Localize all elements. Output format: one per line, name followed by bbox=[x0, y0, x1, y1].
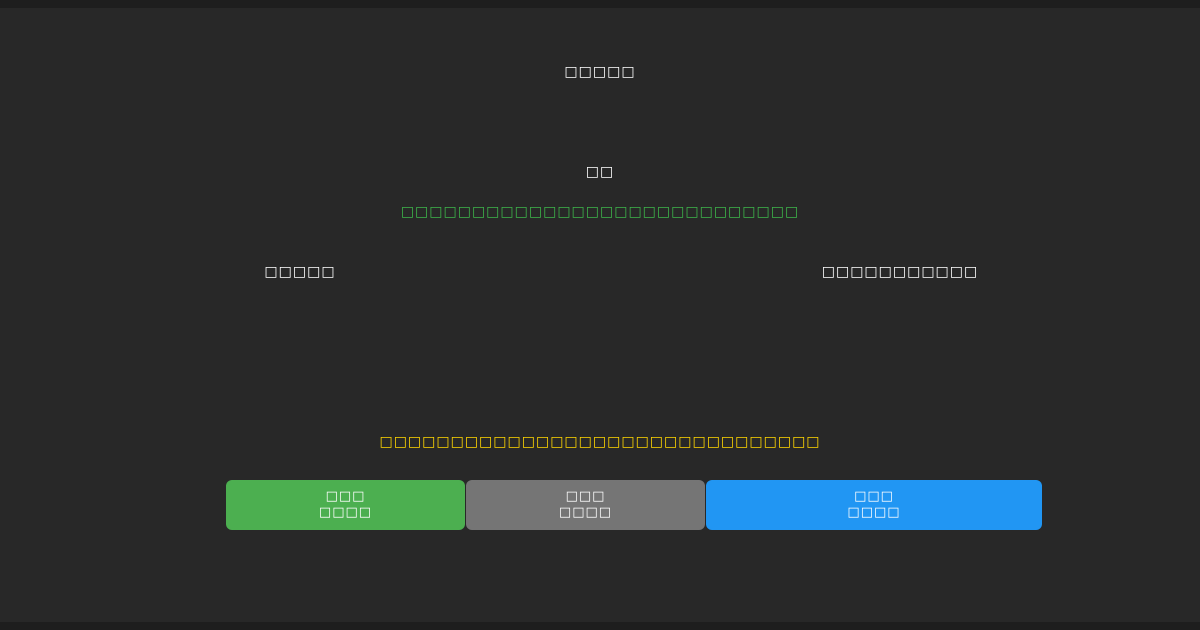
button-label-line1: □□□ bbox=[854, 489, 894, 504]
top-edge-bar bbox=[0, 0, 1200, 8]
button-label-line1: □□□ bbox=[565, 489, 606, 504]
bottom-edge-bar bbox=[0, 622, 1200, 630]
button-label-line2: □□□□ bbox=[847, 505, 901, 520]
chart-title-left: □□□□□ bbox=[264, 264, 336, 280]
chart-area-left bbox=[20, 292, 580, 412]
chart-title-right: □□□□□□□□□□□ bbox=[821, 264, 979, 280]
section-label: □□ bbox=[585, 164, 615, 180]
status-message-green: □□□□□□□□□□□□□□□□□□□□□□□□□□□□ bbox=[400, 204, 800, 220]
button-label-line1: □□□ bbox=[325, 489, 366, 504]
action-button-blue[interactable]: □□□ □□□□ bbox=[706, 480, 1042, 530]
action-button-green[interactable]: □□□ □□□□ bbox=[226, 480, 465, 530]
button-label-line2: □□□□ bbox=[558, 505, 613, 520]
chart-area-right bbox=[620, 292, 1180, 412]
action-button-gray[interactable]: □□□ □□□□ bbox=[466, 480, 705, 530]
button-label-line2: □□□□ bbox=[318, 505, 373, 520]
app-title: □□□□□ bbox=[564, 64, 636, 80]
warning-message: □□□□□□□□□□□□□□□□□□□□□□□□□□□□□□□ bbox=[379, 434, 821, 450]
